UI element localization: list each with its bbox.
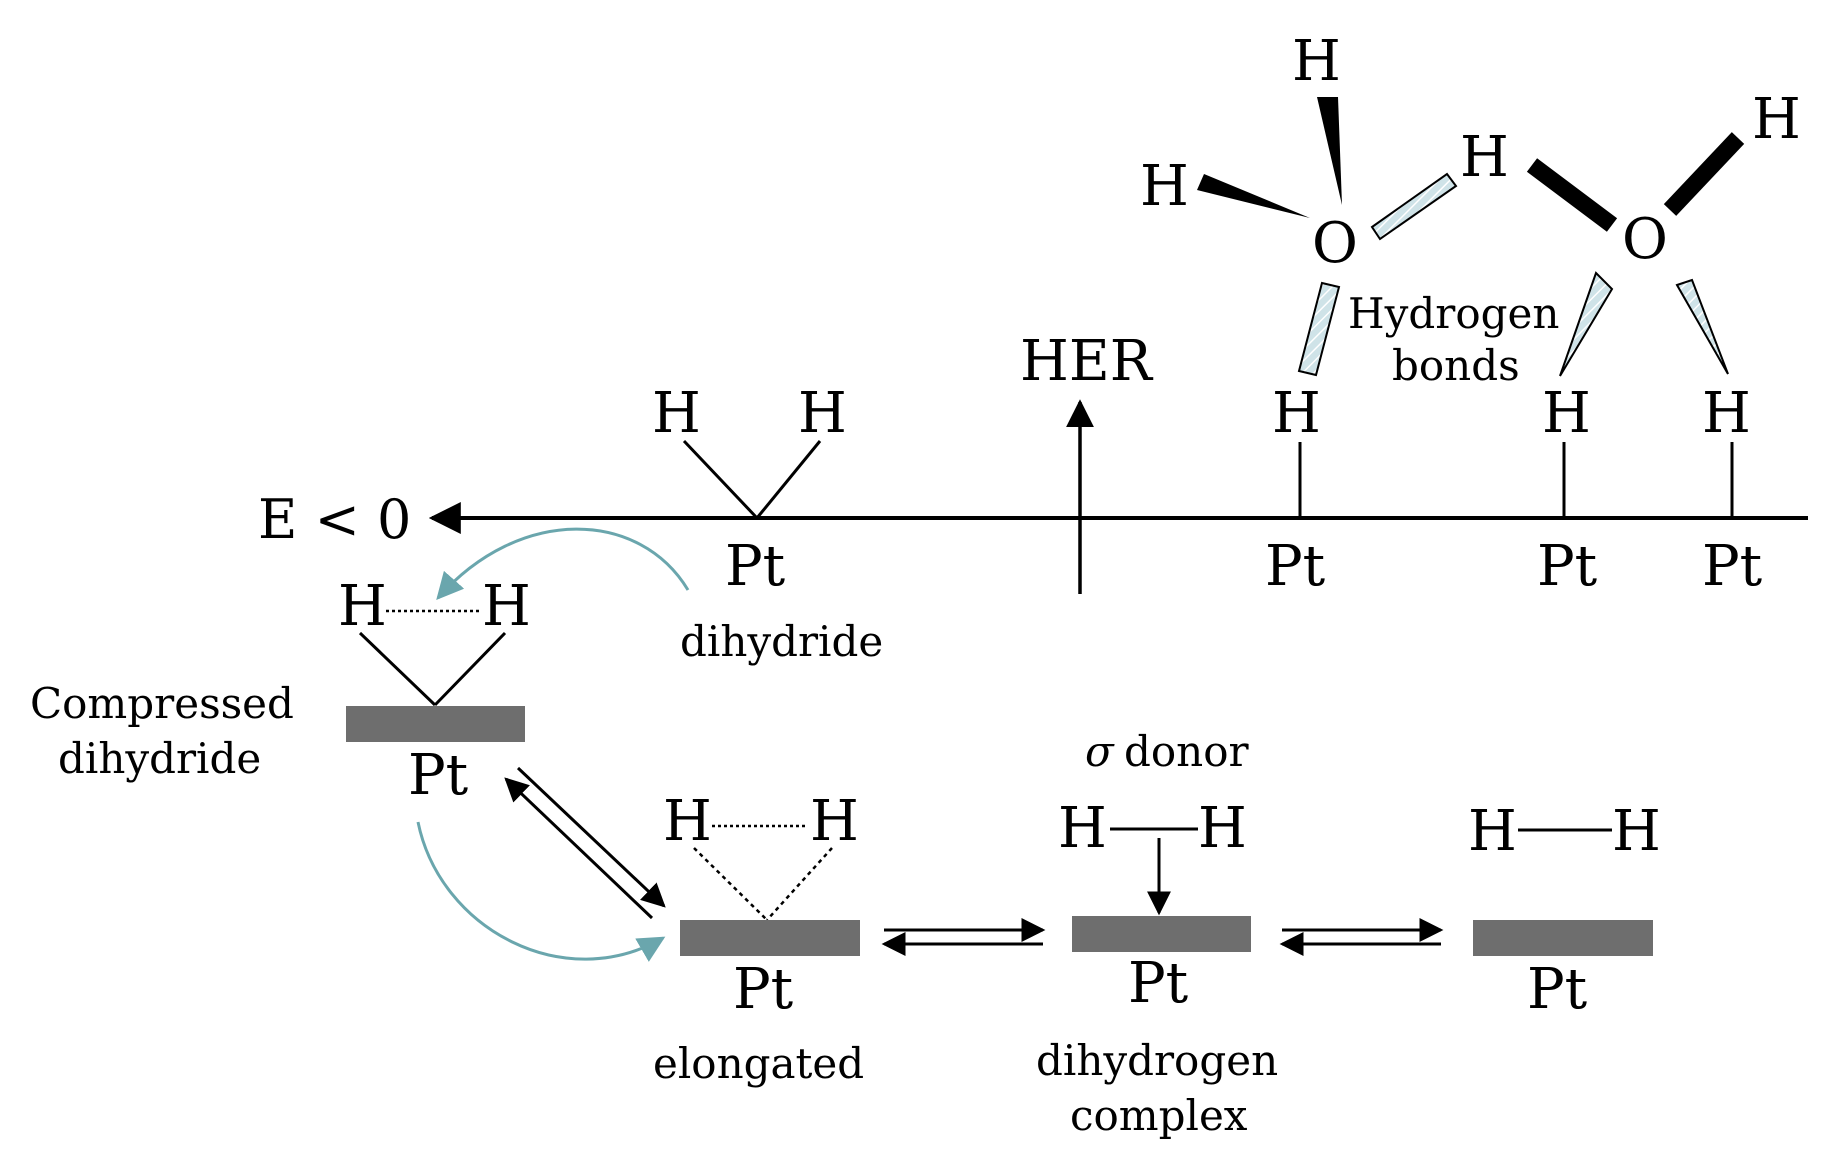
h-atom: H (1612, 799, 1661, 864)
h-atom: H (663, 789, 712, 854)
h-atom: H (810, 789, 859, 854)
h-atom: H (652, 381, 701, 446)
hydrogen-bond (1370, 172, 1458, 241)
dihydrogen-complex-group: σ donor H H Pt dihydrogen complex (1036, 727, 1278, 1140)
h-atom: H (1058, 796, 1107, 861)
dotted-bond (766, 847, 833, 921)
dotted-bond (693, 847, 768, 921)
bond-line (1526, 158, 1618, 232)
dihydrogen-complex-label: complex (1070, 1091, 1248, 1140)
bond-line (755, 440, 822, 519)
elongated-label: elongated (653, 1039, 864, 1088)
pt-atom: Pt (1702, 534, 1763, 599)
pt-surface (1473, 920, 1653, 956)
equilibrium-arrow (504, 777, 654, 920)
wedge-bond (1317, 97, 1342, 205)
o-atom: O (1622, 207, 1668, 272)
h-atom: H (1198, 796, 1247, 861)
pt-surface (680, 920, 860, 956)
pt-atom: Pt (733, 957, 794, 1022)
o-atom: O (1312, 211, 1358, 276)
pt-surface (1072, 916, 1251, 952)
h-atom: H (1702, 381, 1751, 446)
bond-line (433, 631, 507, 707)
sigma-symbol: σ (1085, 727, 1115, 776)
h-atom: H (1292, 29, 1341, 94)
curved-arrow (416, 821, 666, 962)
her-label: HER (1020, 329, 1154, 394)
compressed-dihydride-group: H H Pt Compressed dihydride (30, 574, 531, 808)
axis-pt-h-group: H Pt H Pt H Pt (1265, 381, 1763, 599)
h-atom: H (482, 574, 531, 639)
bond-line (682, 439, 759, 520)
free-h2-group: H H Pt (1468, 799, 1661, 1022)
equilibrium-arrow (516, 766, 666, 908)
pt-atom: Pt (408, 743, 469, 808)
hydrogen-bond (1559, 271, 1614, 377)
pt-atom: Pt (1527, 957, 1588, 1022)
hydrogen-bond (1675, 278, 1729, 375)
hydrogen-bonds-label: bonds (1392, 341, 1520, 390)
water-cluster: H H O H O H Hydrogen bonds (1140, 29, 1801, 390)
hydrogen-bonds-label: Hydrogen (1348, 289, 1559, 338)
h-atom: H (1752, 87, 1801, 152)
h-atom: H (1140, 154, 1189, 219)
dihydrogen-complex-label: dihydrogen (1036, 1036, 1278, 1085)
bond-line (358, 631, 437, 707)
hydrogen-bond (1297, 281, 1341, 377)
wedge-bond (1197, 174, 1310, 218)
axis-label: E < 0 (258, 488, 411, 551)
donor-label: donor (1124, 727, 1250, 776)
dihydride-label: dihydride (680, 617, 883, 666)
pt-atom: Pt (1537, 534, 1598, 599)
compressed-dihydride-label: Compressed (30, 679, 294, 728)
pt-atom: Pt (725, 534, 786, 599)
bond-line (1663, 132, 1745, 216)
h-atom: H (1542, 381, 1591, 446)
h-atom: H (798, 381, 847, 446)
elongated-group: H H Pt elongated (653, 789, 864, 1088)
pt-surface (346, 706, 525, 742)
curved-arrow (436, 527, 690, 601)
pt-atom: Pt (1265, 534, 1326, 599)
h-atom: H (1468, 799, 1517, 864)
h-atom: H (1272, 381, 1321, 446)
h-atom: H (1460, 125, 1509, 190)
axis-dihydride-group: H H Pt dihydride (652, 381, 883, 666)
pt-atom: Pt (1128, 951, 1189, 1016)
compressed-dihydride-label: dihydride (58, 734, 261, 783)
h-atom: H (338, 574, 387, 639)
